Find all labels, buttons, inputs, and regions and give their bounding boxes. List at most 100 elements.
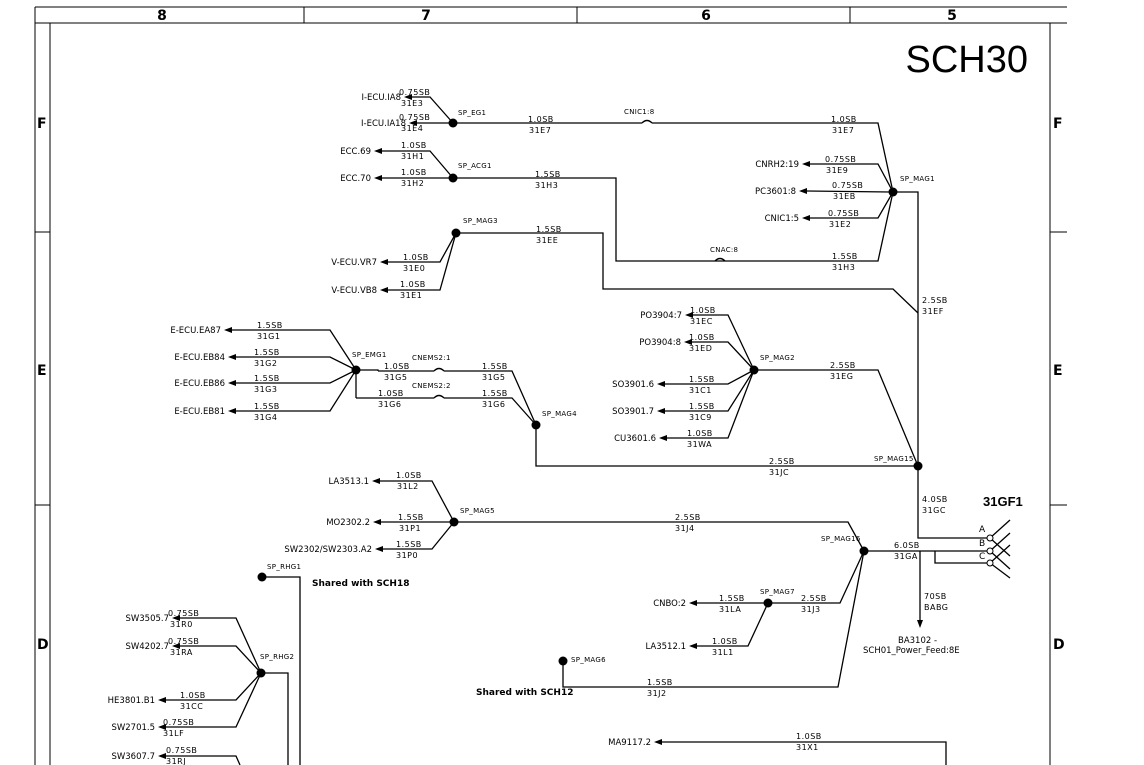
wire-31e2-id: 31E2: [829, 220, 851, 229]
connector-31gf1-label: 31GF1: [983, 494, 1023, 509]
signal-iecu-ia18: I-ECU.IA18: [361, 119, 406, 129]
wire-31jc-gauge: 2.5SB: [769, 457, 795, 466]
wire-31x1-id: 31X1: [796, 743, 819, 752]
wire-31g4-id: 31G4: [254, 413, 277, 422]
splice-sp-acg1-label: SP_ACG1: [458, 162, 492, 170]
connector-cnac-8: CNAC:8: [710, 246, 738, 254]
wire-31ga-id: 31GA: [894, 552, 918, 561]
arrow-la3513-1: [372, 478, 380, 484]
wire-31e1-id: 31E1: [400, 291, 422, 300]
splice-sp-rhg2-dot: [256, 668, 266, 678]
signal-sw2302-2303: SW2302/SW2303.A2: [284, 545, 372, 555]
arrow-eecu-ea87: [224, 327, 232, 333]
wires: [166, 96, 990, 765]
arrow-sw4202-7: [172, 643, 180, 649]
wire-31la-gauge: 1.5SB: [719, 594, 745, 603]
wire-31rj-gauge: 0.75SB: [166, 746, 197, 755]
wire-31ee-id: 31EE: [536, 236, 558, 245]
arrow-sw3505-7: [172, 615, 180, 621]
arrow-mo2302-2: [373, 519, 381, 525]
signal-sw3505-7: SW3505.7: [125, 614, 169, 624]
arrow-pc3601-8: [799, 188, 807, 194]
arrow-sw3607-7: [158, 753, 166, 759]
signal-po3904-7: PO3904:7: [640, 311, 682, 321]
arrow-po3904-8: [684, 339, 692, 345]
signal-po3904-8: PO3904:8: [639, 338, 681, 348]
splice-sp-mag15-label: SP_MAG15: [874, 455, 914, 463]
wire-31g3-id: 31G3: [254, 385, 277, 394]
signal-la3513-1: LA3513.1: [329, 477, 370, 487]
grid-col-5: 5: [947, 8, 957, 24]
wire-31j3-id: 31J3: [801, 605, 821, 614]
wire-31ed-id: 31ED: [689, 344, 712, 353]
splice-sp-mag15-dot: [913, 461, 923, 471]
pin-c-label: C: [979, 552, 985, 562]
wire-31c1-gauge: 1.5SB: [689, 375, 715, 384]
arrow-la3512-1: [689, 643, 697, 649]
wire-31ef-id: 31EF: [922, 307, 944, 316]
splice-sp-mag4-dot: [531, 420, 541, 430]
wire-31g2-gauge: 1.5SB: [254, 348, 280, 357]
note-shared-sch12: Shared with SCH12: [476, 688, 573, 698]
wire-31jc-id: 31JC: [769, 468, 789, 477]
signal-cnic1-5: CNIC1:5: [765, 214, 799, 224]
splice-dots: [256, 118, 923, 678]
wire-31e4-id: 31E4: [401, 124, 423, 133]
wire-31ec-id: 31EC: [690, 317, 713, 326]
wire-31h3a-id: 31H3: [535, 181, 558, 190]
arrow-ma9117-2: [654, 739, 662, 745]
wire-31g6a-id: 31G6: [378, 400, 401, 409]
splice-sp-emg1-dot: [351, 365, 361, 375]
connector-cnems2-2: CNEMS2:2: [412, 382, 451, 390]
splice-sp-mag4-label: SP_MAG4: [542, 410, 577, 418]
splice-sp-mag1-label: SP_MAG1: [900, 175, 935, 183]
arrow-vecu-vr7: [380, 259, 388, 265]
wire-31wa-id: 31WA: [687, 440, 712, 449]
signal-ma9117-2: MA9117.2: [608, 738, 651, 748]
wire-31e0-id: 31E0: [403, 264, 425, 273]
sheet-frame: [34, 6, 1067, 765]
wire-31e7b-id: 31E7: [832, 126, 854, 135]
wire-31h1-id: 31H1: [401, 152, 424, 161]
splice-sp-mag5-dot: [449, 517, 459, 527]
signal-vecu-vb8: V-ECU.VB8: [331, 286, 377, 296]
signal-eecu-eb86: E-ECU.EB86: [174, 379, 225, 389]
wire-labels: 0.75SB 31E3 0.75SB 31E4 1.0SB 31E7 1.0SB…: [163, 88, 949, 765]
wire-31p1-id: 31P1: [399, 524, 421, 533]
wire-31c9-id: 31C9: [689, 413, 712, 422]
arrow-so3901-6: [657, 381, 665, 387]
arrow-ecc69: [374, 148, 382, 154]
signal-pc3601-8: PC3601:8: [755, 187, 796, 197]
wire-31r0-gauge: 0.75SB: [168, 609, 199, 618]
wire-babg-id: BABG: [924, 603, 949, 612]
splice-sp-emg1-label: SP_EMG1: [352, 351, 387, 359]
wire-31e9-id: 31E9: [826, 166, 848, 175]
grid-col-7: 7: [421, 8, 431, 24]
wire-31c1-id: 31C1: [689, 386, 712, 395]
wire-31g3-gauge: 1.5SB: [254, 374, 280, 383]
wire-31j3-gauge: 2.5SB: [801, 594, 827, 603]
splice-sp-mag1-dot: [888, 187, 898, 197]
wire-31lf-gauge: 0.75SB: [163, 718, 194, 727]
wire-31e3-gauge: 0.75SB: [399, 88, 430, 97]
wire-31e2-gauge: 0.75SB: [828, 209, 859, 218]
wire-31ra-gauge: 0.75SB: [168, 637, 199, 646]
wire-babg-gauge: 70SB: [924, 592, 947, 601]
splice-sp-acg1-dot: [448, 173, 458, 183]
splice-sp-mag5-label: SP_MAG5: [460, 507, 495, 515]
signal-eecu-ea87: E-ECU.EA87: [170, 326, 221, 336]
wire-31e9-gauge: 0.75SB: [825, 155, 856, 164]
wire-31l2-gauge: 1.0SB: [396, 471, 422, 480]
pin-b-dot: [986, 547, 994, 555]
arrow-he3801-b1: [158, 697, 166, 703]
wire-31ed-gauge: 1.0SB: [689, 333, 715, 342]
signal-sw3607-7: SW3607.7: [111, 752, 155, 762]
wire-31lf-id: 31LF: [163, 729, 184, 738]
splice-sp-eg1-label: SP_EG1: [458, 109, 486, 117]
splice-sp-mag2-label: SP_MAG2: [760, 354, 795, 362]
arrow-cnic1-5: [802, 215, 810, 221]
arrow-eecu-eb81: [228, 408, 236, 414]
wire-31eg-gauge: 2.5SB: [830, 361, 856, 370]
wire-31g1-gauge: 1.5SB: [257, 321, 283, 330]
